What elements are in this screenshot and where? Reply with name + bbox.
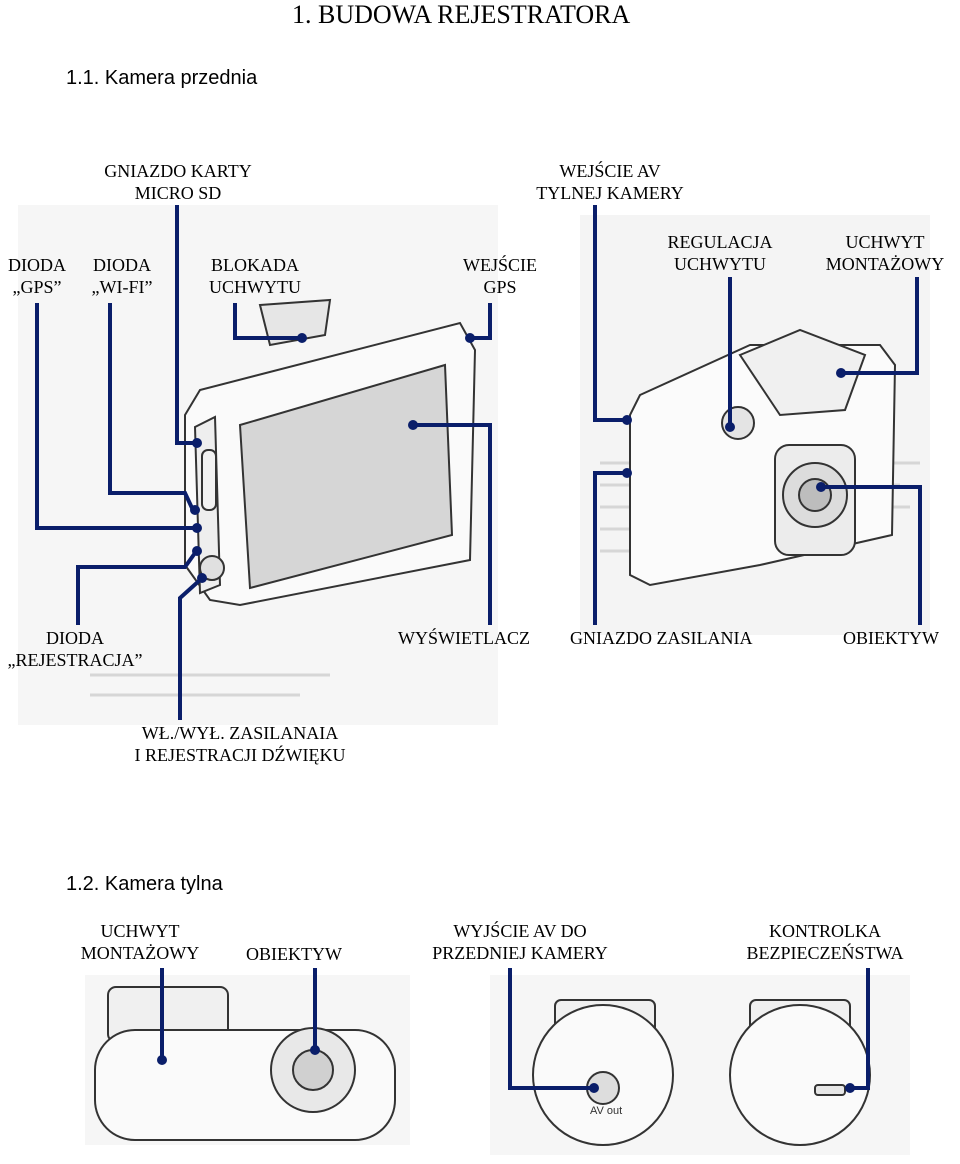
front-camera-photo [18, 205, 930, 725]
section-rear-camera: 1.2. Kamera tylna [66, 873, 223, 895]
label-gniazdo-zasilania: GNIAZDO ZASILANIA [570, 628, 753, 648]
rear-camera-photo: AV out [85, 975, 910, 1155]
label-dioda-gps: DIODA„GPS” [8, 255, 66, 297]
front-camera-body [184, 298, 477, 607]
label-dioda-wifi: DIODA„WI-FI” [91, 255, 153, 297]
av-out-label: AV out [590, 1105, 622, 1117]
label-dioda-rejestracja: DIODA„REJESTRACJA” [7, 628, 143, 670]
chapter-title: 1. BUDOWA REJESTRATORA [292, 0, 631, 29]
label-wyswietlacz: WYŚWIETLACZ [398, 628, 530, 648]
rear-view-camera-body [629, 328, 897, 587]
label-rear-obiektyw: OBIEKTYW [246, 944, 342, 964]
label-obiektyw-front: OBIEKTYW [843, 628, 939, 648]
section-front-camera: 1.1. Kamera przednia [66, 67, 258, 89]
